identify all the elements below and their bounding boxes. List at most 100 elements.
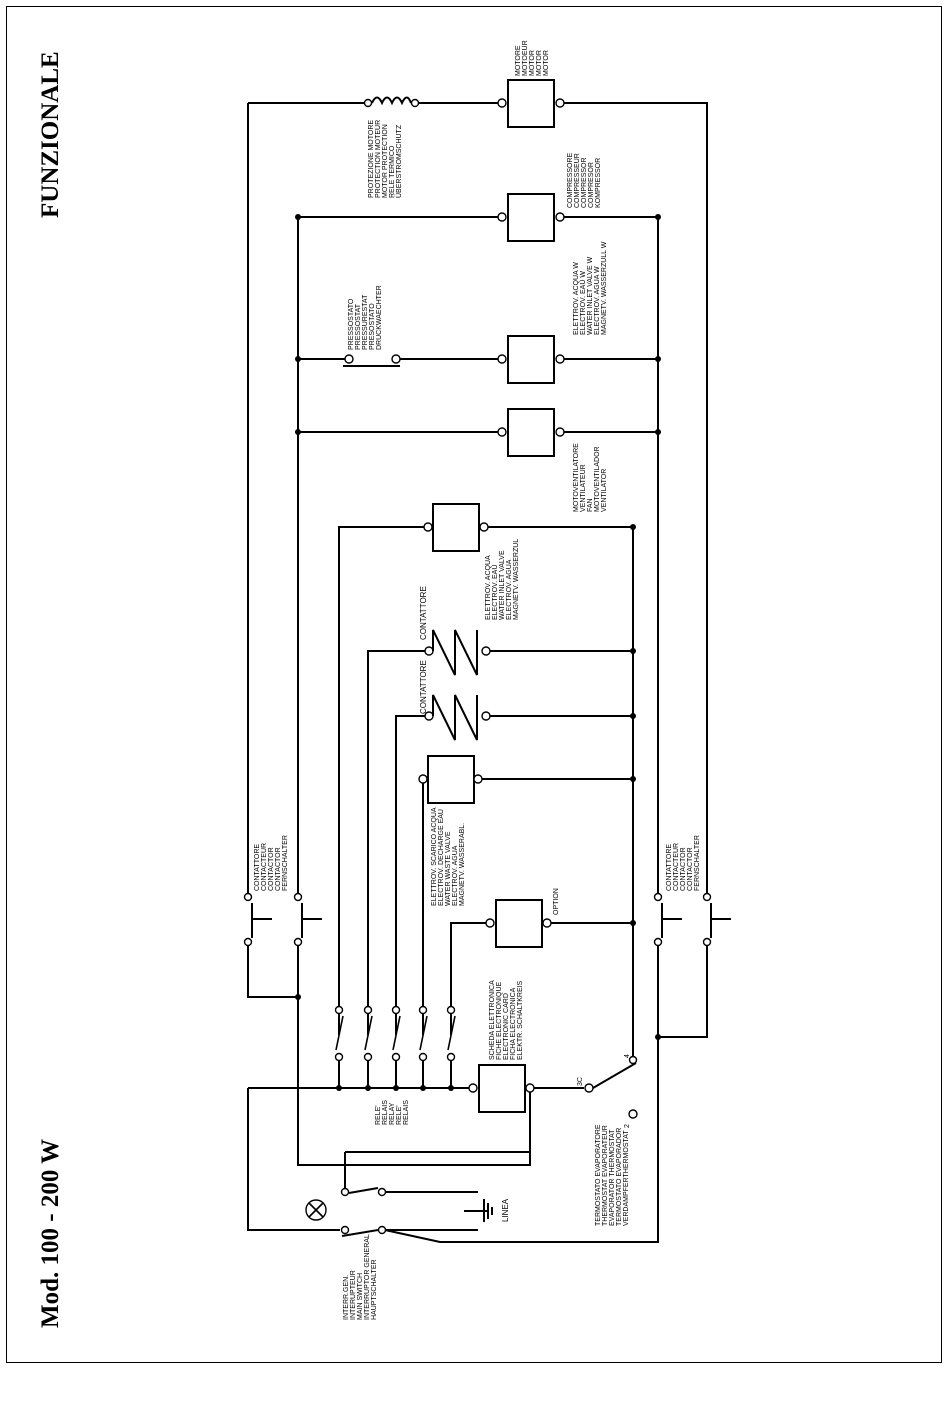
- contactor-contacts-left: [243, 892, 322, 947]
- svg-text:CONTATTORE: CONTATTORE: [666, 844, 673, 891]
- svg-text:ELEKTR. SCHALTKREIS: ELEKTR. SCHALTKREIS: [517, 980, 524, 1060]
- svg-text:THERMOSTAT EVAPORATEUR: THERMOSTAT EVAPORATEUR: [602, 1125, 609, 1226]
- svg-text:INTERRUPTOR GENERAL: INTERRUPTOR GENERAL: [364, 1234, 371, 1320]
- svg-text:ELECTROV. AGUA: ELECTROV. AGUA: [506, 559, 513, 620]
- junction-dots: [295, 214, 661, 1091]
- option-branch: [450, 899, 633, 1035]
- svg-text:MAGNETV. WASSERZULL W: MAGNETV. WASSERZULL W: [601, 241, 608, 335]
- contactor-1-label: CONTATTORE: [419, 586, 428, 640]
- model-label: Mod. 100 - 200 W: [37, 1139, 64, 1328]
- svg-text:ELETTROV. ACQUA: ELETTROV. ACQUA: [485, 555, 492, 620]
- pressostat-switch: [343, 354, 401, 367]
- svg-text:KOMPRESSOR: KOMPRESSOR: [595, 158, 602, 208]
- svg-text:WATER INLET VALVE W: WATER INLET VALVE W: [587, 256, 594, 335]
- svg-text:ELETTROV. ACQUA W: ELETTROV. ACQUA W: [573, 262, 580, 335]
- svg-text:PROTEZIONE MOTORE: PROTEZIONE MOTORE: [368, 120, 375, 198]
- svg-text:FICHE ELECTRONIQUE: FICHE ELECTRONIQUE: [496, 981, 503, 1060]
- svg-text:MAIN SWITCH: MAIN SWITCH: [357, 1273, 364, 1320]
- svg-text:COMPRESOR: COMPRESOR: [588, 162, 595, 208]
- svg-text:HAUPTSCHALTER: HAUPTSCHALTER: [371, 1259, 378, 1320]
- svg-text:MOTOR PROTECTION: MOTOR PROTECTION: [382, 124, 389, 198]
- evaporator-thermostat: [584, 1055, 638, 1119]
- svg-text:CONTATTORE: CONTATTORE: [254, 844, 261, 891]
- svg-text:VERDAMPFERTHERMOSTAT: VERDAMPFERTHERMOSTAT: [623, 1130, 630, 1226]
- svg-text:MOTOEUR: MOTOEUR: [522, 40, 529, 76]
- svg-text:MOTORE: MOTORE: [515, 45, 522, 76]
- svg-text:PRESOSTATO: PRESOSTATO: [369, 303, 376, 350]
- svg-text:ELECTROV. EAU: ELECTROV. EAU: [492, 565, 499, 620]
- svg-text:CONTACTOR: CONTACTOR: [275, 847, 282, 891]
- svg-text:CONTACTEUR: CONTACTEUR: [673, 843, 680, 891]
- svg-text:ELECTROV. DECHARGE EAU: ELECTROV. DECHARGE EAU: [438, 809, 445, 906]
- water-inlet-label: ELETTROV. ACQUA ELECTROV. EAU WATER INLE…: [485, 539, 520, 620]
- main-switch-label: INTERR.GEN. INTERUPTEUR MAIN SWITCH INTE…: [343, 1234, 378, 1320]
- svg-text:MAGNETV. WASSERZUL: MAGNETV. WASSERZUL: [513, 539, 520, 620]
- svg-text:PRESSOSTAT: PRESSOSTAT: [355, 303, 362, 350]
- electronic-card-label: SCHEDA ELETTRONICA FICHE ELECTRONIQUE EL…: [489, 980, 524, 1060]
- svg-text:MAGNETV. WASSERABL.: MAGNETV. WASSERABL.: [459, 823, 466, 906]
- svg-text:RELAY: RELAY: [389, 1102, 396, 1125]
- svg-text:SCHEDA ELETTRONICA: SCHEDA ELETTRONICA: [489, 980, 496, 1060]
- main-wiring: [247, 102, 708, 1243]
- svg-text:VENTILATOR: VENTILATOR: [601, 469, 608, 512]
- svg-text:TERMOSTATO EVAPORADOR: TERMOSTATO EVAPORADOR: [616, 1128, 623, 1226]
- electronic-card-box: [248, 1064, 584, 1113]
- main-switch: [247, 1088, 530, 1237]
- svg-text:MOTOVENTILADOR: MOTOVENTILADOR: [594, 446, 601, 512]
- svg-text:FERNSCHALTER: FERNSCHALTER: [282, 835, 289, 891]
- line-label: LINEA: [501, 1198, 510, 1222]
- svg-text:MOTOR: MOTOR: [543, 50, 550, 76]
- svg-text:VENTILATEUR: VENTILATEUR: [580, 464, 587, 512]
- svg-text:FAN: FAN: [587, 498, 594, 512]
- drain-valve-branch: [418, 755, 633, 1035]
- svg-text:EVAPORATOR THERMOSTAT: EVAPORATOR THERMOSTAT: [609, 1129, 616, 1226]
- contactor-contacts-right: [653, 892, 731, 947]
- svg-text:INTERR.GEN.: INTERR.GEN.: [343, 1275, 350, 1320]
- option-label: OPTION: [553, 888, 560, 915]
- contactor-2-label: CONTATTORE: [419, 660, 428, 714]
- contactor-right-label: CONTATTORE CONTACTEUR CONTACTOR CONTACTO…: [666, 835, 701, 891]
- svg-text:PROTECTION MOTEUR: PROTECTION MOTEUR: [375, 120, 382, 198]
- svg-text:PRESSURESTAT: PRESSURESTAT: [362, 294, 369, 350]
- svg-text:ÜBERSTROMSCHUTZ: ÜBERSTROMSCHUTZ: [395, 124, 403, 198]
- svg-text:CONTACTOR: CONTACTOR: [687, 847, 694, 891]
- svg-text:TERMOSTATO EVAPORATORE: TERMOSTATO EVAPORATORE: [595, 1124, 602, 1226]
- motor-box: [497, 79, 565, 128]
- svg-text:COMPRESSORE: COMPRESSORE: [567, 152, 574, 208]
- svg-text:DRUCKWAECHTER: DRUCKWAECHTER: [376, 285, 383, 350]
- condenser-valve-label: ELETTROV. ACQUA W ELECTROV. EAU W WATER …: [573, 241, 608, 335]
- svg-text:RELE': RELE': [396, 1105, 403, 1125]
- drain-valve-label: ELETTROV. SCARICO ACQUA ELECTROV. DECHAR…: [431, 807, 466, 906]
- thermostat-terminal-4: 4: [624, 1054, 631, 1058]
- condenser-valve-box: [497, 335, 565, 384]
- page-frame: [6, 6, 942, 1363]
- svg-text:PRESSOSTATO: PRESSOSTATO: [348, 298, 355, 350]
- svg-text:RELAIS: RELAIS: [403, 1100, 410, 1125]
- relays-label: RELE' RELAIS RELAY RELE' RELAIS: [375, 1100, 410, 1125]
- svg-text:ELETTROV. SCARICO ACQUA: ELETTROV. SCARICO ACQUA: [431, 807, 438, 906]
- svg-text:INTERUPTEUR: INTERUPTEUR: [350, 1270, 357, 1320]
- svg-text:MOTOR: MOTOR: [536, 50, 543, 76]
- svg-text:RELAIS: RELAIS: [382, 1100, 389, 1125]
- svg-text:WATER INLET VALVE: WATER INLET VALVE: [499, 550, 506, 620]
- compressor-label: COMPRESSORE COMPRESSEUR COMPRESSOR COMPR…: [567, 152, 602, 208]
- svg-text:ELECTROV. AGUA W: ELECTROV. AGUA W: [594, 266, 601, 335]
- svg-text:CONTACTOR: CONTACTOR: [268, 847, 275, 891]
- relay-contacts: [334, 1005, 456, 1088]
- svg-text:COMPRESSOR: COMPRESSOR: [581, 157, 588, 208]
- svg-text:MOTOVENTILATORE: MOTOVENTILATORE: [573, 443, 580, 512]
- contactor-coil-1: [367, 629, 633, 1035]
- fan-label: MOTOVENTILATORE VENTILATEUR FAN MOTOVENT…: [573, 443, 608, 512]
- svg-text:CONTACTOR: CONTACTOR: [680, 847, 687, 891]
- diagram-title: FUNZIONALE: [37, 51, 64, 218]
- thermostat-terminal-3c: 3C: [577, 1077, 584, 1086]
- svg-text:FERNSCHALTER: FERNSCHALTER: [694, 835, 701, 891]
- thermostat-terminal-2: 2: [624, 1124, 631, 1128]
- motor-label: MOTORE MOTOEUR MOTOR MOTOR MOTOR: [515, 40, 550, 76]
- svg-text:WATER WASTE VALVE: WATER WASTE VALVE: [445, 831, 452, 906]
- contactor-left-label: CONTATTORE CONTACTEUR CONTACTOR CONTACTO…: [254, 835, 289, 891]
- fan-box: [497, 408, 565, 457]
- contactor-coil-2: [395, 694, 633, 1035]
- svg-text:ELECTRONIC CARD: ELECTRONIC CARD: [503, 993, 510, 1060]
